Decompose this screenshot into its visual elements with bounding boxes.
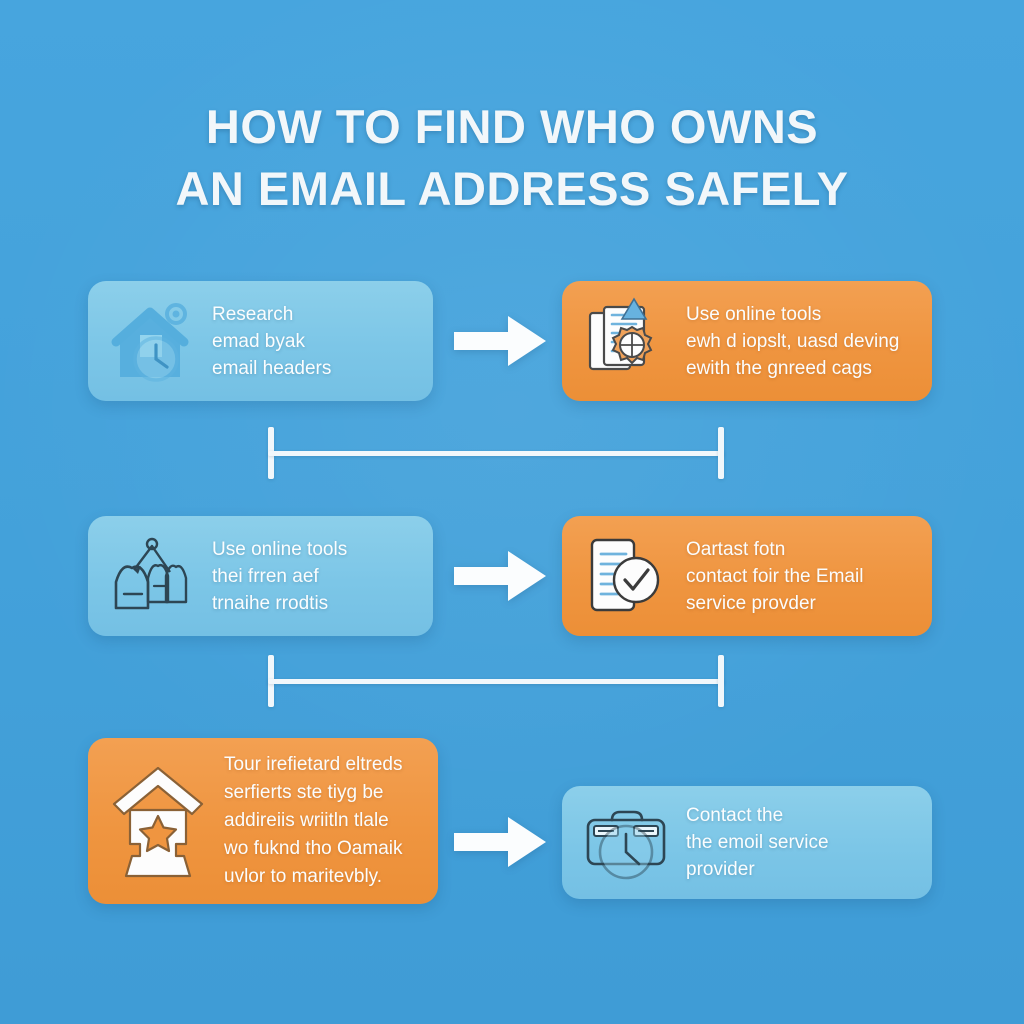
step-card-4[interactable]: Oartast fotn contact foir the Email serv… (562, 516, 932, 636)
step-2-line-1: Use online tools (686, 303, 822, 325)
connector-2-bar (268, 679, 724, 684)
arrow-right-1 (452, 313, 548, 369)
house-with-clock-icon (106, 295, 198, 387)
connector-row1-row2 (268, 427, 724, 479)
step-6-line-3: provider (686, 859, 755, 880)
step-6-line-1: Contact the (686, 805, 784, 826)
arrow-right-2 (452, 548, 548, 604)
step-2-line-2: ewh d iopslt, uasd deving (686, 330, 900, 352)
step-3-line-1: Use online tools (212, 538, 348, 560)
step-5-line-3: addireiis wriitln tlale (224, 810, 389, 831)
step-card-1[interactable]: Research emad byak email headers (88, 281, 433, 401)
step-card-6[interactable]: Contact the the emoil service provider (562, 786, 932, 899)
step-5-line-1: Tour irefietard eltreds (224, 754, 403, 775)
step-card-5-text: Tour irefietard eltreds serfierts ste ti… (224, 751, 422, 891)
step-1-line-3: email headers (212, 357, 332, 379)
documents-with-gear-icon (580, 295, 672, 387)
step-4-line-3: service provder (686, 592, 816, 614)
step-card-2[interactable]: Use online tools ewh d iopslt, uasd devi… (562, 281, 932, 401)
connector-1-cap-right (718, 427, 724, 479)
step-4-line-2: contact foir the Email (686, 565, 864, 587)
step-2-line-3: ewith the gnreed cags (686, 357, 872, 379)
page-title: HOW TO FIND WHO OWNS AN EMAIL ADDRESS SA… (0, 96, 1024, 220)
step-card-3[interactable]: Use online tools thei frren aef trnaihe … (88, 516, 433, 636)
page-title-line-1: HOW TO FIND WHO OWNS (205, 100, 819, 153)
step-5-line-5: uvlor to maritevbly. (224, 866, 383, 887)
step-5-line-4: wo fuknd tho Oamaik (224, 838, 403, 859)
step-card-1-text: Research emad byak email headers (212, 301, 417, 382)
step-3-line-2: thei frren aef (212, 565, 319, 587)
briefcase-with-clock-icon (580, 797, 672, 889)
step-card-5[interactable]: Tour irefietard eltreds serfierts ste ti… (88, 738, 438, 904)
mountains-with-pin-icon (106, 530, 198, 622)
document-with-checkmark-icon (580, 530, 672, 622)
step-card-2-text: Use online tools ewh d iopslt, uasd devi… (686, 301, 916, 382)
step-1-line-1: Research (212, 303, 294, 325)
connector-2-cap-right (718, 655, 724, 707)
step-card-3-text: Use online tools thei frren aef trnaihe … (212, 536, 417, 617)
step-4-line-1: Oartast fotn (686, 538, 786, 560)
step-1-line-2: emad byak (212, 330, 305, 352)
step-5-line-2: serfierts ste tiyg be (224, 782, 384, 803)
connector-row2-row3 (268, 655, 724, 707)
step-card-4-text: Oartast fotn contact foir the Email serv… (686, 536, 916, 617)
step-6-line-2: the emoil service (686, 832, 829, 853)
monument-with-star-icon (106, 758, 210, 884)
page-title-line-2: AN EMAIL ADDRESS SAFELY (175, 162, 849, 215)
step-card-6-text: Contact the the emoil service provider (686, 802, 916, 883)
connector-1-bar (268, 451, 724, 456)
arrow-right-3 (452, 814, 548, 870)
step-3-line-3: trnaihe rrodtis (212, 592, 329, 614)
